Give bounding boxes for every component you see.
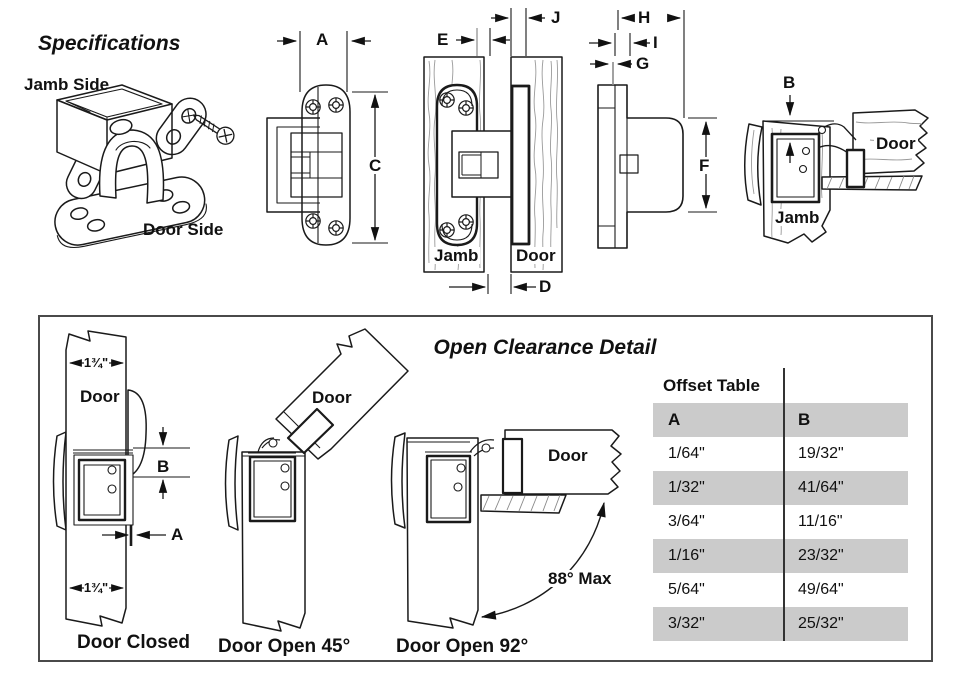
corner-door-label: Door <box>874 134 918 153</box>
fig-front-view <box>266 31 388 246</box>
offset-cell-a: 3/32" <box>668 615 705 632</box>
fig-section-view <box>423 8 563 294</box>
offset-table-divider <box>783 368 785 641</box>
offset-table-header: A B <box>653 403 908 437</box>
offset-table-row: 3/64" 11/16" <box>653 505 908 539</box>
dim-d-label: D <box>539 277 552 296</box>
door-open-45-caption: Door Open 45° <box>218 636 351 657</box>
door-open-45-door-label: Door <box>312 388 352 407</box>
open-clearance-title: Open Clearance Detail <box>433 336 657 359</box>
offset-cell-b: 11/16" <box>798 513 843 530</box>
door-closed-bottom-width: 1¾" <box>83 580 109 595</box>
offset-cell-a: 1/16" <box>668 547 705 564</box>
section-door-label: Door <box>514 246 558 265</box>
jamb-side-label: Jamb Side <box>24 75 110 94</box>
dim-c-label: C <box>367 156 384 175</box>
offset-cell-b: 49/64" <box>798 581 844 598</box>
offset-table-row: 1/16" 23/32" <box>653 539 908 573</box>
offset-table-row: 1/64" 19/32" <box>653 437 908 471</box>
offset-table-row: 3/32" 25/32" <box>653 607 908 641</box>
dim-i-label: I <box>653 33 658 52</box>
section-jamb-label: Jamb <box>432 246 481 265</box>
offset-table-row: 5/64" 49/64" <box>653 573 908 607</box>
offset-cell-b: 41/64" <box>798 479 844 496</box>
door-closed-dim-a: A <box>171 525 184 544</box>
offset-table-title: Offset Table <box>663 376 760 395</box>
offset-cell-a: 1/64" <box>668 445 705 462</box>
door-closed-dim-b: B <box>157 457 170 476</box>
door-closed-caption: Door Closed <box>77 632 190 653</box>
offset-cell-a: 5/64" <box>668 581 705 598</box>
offset-table-col-b: B <box>798 410 811 429</box>
offset-table-col-a: A <box>668 410 681 429</box>
dim-j-label: J <box>551 8 561 27</box>
offset-cell-a: 1/32" <box>668 479 705 496</box>
dim-f-label: F <box>697 156 712 175</box>
offset-cell-a: 3/64" <box>668 513 705 530</box>
door-closed-door-label: Door <box>80 387 120 406</box>
offset-table-row: 1/32" 41/64" <box>653 471 908 505</box>
offset-cell-b: 23/32" <box>798 547 844 564</box>
door-closed-top-width: 1¾" <box>83 355 109 370</box>
door-open-92-caption: Door Open 92° <box>396 636 529 657</box>
fig-isometric-hinge <box>54 84 235 249</box>
offset-cell-b: 25/32" <box>798 615 844 632</box>
specifications-title: Specifications <box>38 32 181 55</box>
fig-profile-view <box>589 10 717 249</box>
door-open-92-door-label: Door <box>546 446 590 465</box>
dim-b-label: B <box>783 73 796 92</box>
fig-door-closed <box>52 330 190 627</box>
dim-e-label: E <box>437 30 449 49</box>
offset-cell-b: 19/32" <box>798 445 844 462</box>
dim-a-label: A <box>316 30 329 49</box>
corner-jamb-label: Jamb <box>773 208 822 227</box>
max-angle-label: 88° Max <box>546 569 614 588</box>
fig-door-open-45 <box>224 328 409 632</box>
dim-g-label: G <box>636 54 650 73</box>
dim-h-label: H <box>638 8 651 27</box>
door-side-label: Door Side <box>143 220 224 239</box>
